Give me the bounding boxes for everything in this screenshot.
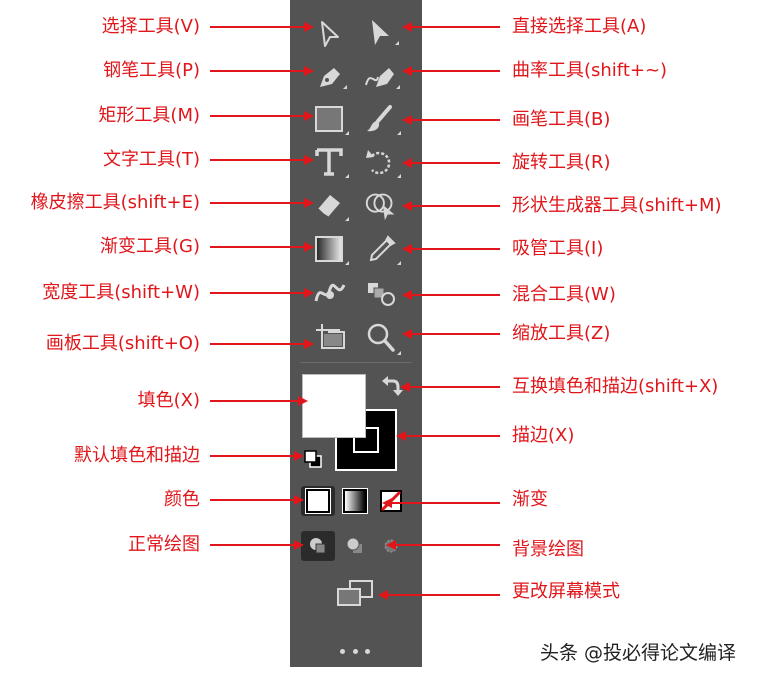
screen-mode-icon bbox=[337, 580, 373, 606]
selection-tool-button[interactable] bbox=[310, 14, 350, 54]
eyedropper-tool-button[interactable] bbox=[362, 229, 402, 269]
label-rotate-tool: 旋转工具(R) bbox=[512, 152, 611, 173]
watermark-text: 头条 @投必得论文编译 bbox=[540, 642, 737, 664]
label-type-tool: 文字工具(T) bbox=[102, 149, 200, 170]
label-fill: 填色(X) bbox=[137, 390, 200, 411]
width-tool-icon bbox=[314, 283, 346, 302]
paintbrush-icon bbox=[367, 105, 401, 135]
eraser-icon bbox=[317, 195, 349, 221]
artboard-icon bbox=[316, 324, 345, 349]
label-eraser-tool: 橡皮擦工具(shift+E) bbox=[30, 192, 200, 213]
eyedropper-icon bbox=[369, 235, 401, 265]
pen-tool-button[interactable] bbox=[310, 56, 350, 96]
label-eyedropper-tool: 吸管工具(I) bbox=[512, 238, 604, 259]
type-tool-button[interactable] bbox=[310, 142, 350, 182]
solid-color-icon bbox=[305, 488, 331, 514]
label-paintbrush-tool: 画笔工具(B) bbox=[512, 109, 611, 130]
color-mode-button[interactable] bbox=[301, 486, 335, 516]
arrow-filled-icon bbox=[372, 20, 399, 45]
rotate-icon bbox=[366, 150, 401, 178]
rectangle-tool-button[interactable] bbox=[310, 99, 350, 139]
blend-tool-button[interactable] bbox=[362, 273, 402, 313]
label-draw-behind: 背景绘图 bbox=[512, 539, 584, 560]
pen-nib-icon bbox=[320, 68, 347, 89]
label-screen-mode: 更改屏幕模式 bbox=[512, 581, 620, 602]
default-colors-icon bbox=[304, 450, 322, 468]
draw-normal-icon bbox=[310, 538, 326, 554]
paintbrush-tool-button[interactable] bbox=[362, 99, 402, 139]
more-tools-icon[interactable] bbox=[340, 644, 370, 658]
eraser-tool-button[interactable] bbox=[310, 185, 350, 225]
label-default-fill-stroke: 默认填色和描边 bbox=[74, 445, 200, 466]
label-zoom-tool: 缩放工具(Z) bbox=[512, 323, 611, 344]
label-blend-tool: 混合工具(W) bbox=[512, 284, 616, 305]
label-color-mode: 颜色 bbox=[164, 489, 200, 510]
draw-behind-icon bbox=[346, 537, 362, 553]
shape-builder-tool-button[interactable] bbox=[362, 185, 402, 225]
fill-swatch[interactable] bbox=[302, 374, 366, 438]
magnifier-icon bbox=[367, 323, 401, 355]
label-selection-tool: 选择工具(V) bbox=[101, 16, 200, 37]
label-shape-builder-tool: 形状生成器工具(shift+M) bbox=[512, 195, 722, 216]
label-direct-selection-tool: 直接选择工具(A) bbox=[512, 16, 647, 37]
zoom-tool-button[interactable] bbox=[362, 318, 402, 358]
label-width-tool: 宽度工具(shift+W) bbox=[42, 282, 200, 303]
arrow-outline-icon bbox=[321, 21, 339, 47]
draw-behind-button[interactable] bbox=[338, 531, 372, 561]
divider bbox=[300, 362, 412, 363]
default-fill-stroke-button[interactable] bbox=[300, 446, 326, 472]
artboard-tool-button[interactable] bbox=[310, 318, 350, 358]
direct-selection-tool-button[interactable] bbox=[362, 14, 402, 54]
width-tool-button[interactable] bbox=[310, 273, 350, 313]
curvature-tool-button[interactable] bbox=[362, 56, 402, 96]
gradient-mode-button[interactable] bbox=[338, 486, 372, 516]
label-swap-fill-stroke: 互换填色和描边(shift+X) bbox=[512, 376, 719, 397]
label-gradient-tool: 渐变工具(G) bbox=[100, 236, 200, 257]
rotate-tool-button[interactable] bbox=[362, 142, 402, 182]
gradient-tool-button[interactable] bbox=[310, 229, 350, 269]
label-artboard-tool: 画板工具(shift+O) bbox=[45, 333, 200, 354]
rectangle-icon bbox=[315, 106, 349, 135]
shape-builder-icon bbox=[365, 193, 395, 221]
type-t-icon bbox=[315, 148, 349, 178]
curvature-pen-icon bbox=[365, 68, 400, 89]
gradient-swatch-icon bbox=[342, 488, 368, 514]
label-rectangle-tool: 矩形工具(M) bbox=[98, 105, 200, 126]
label-stroke: 描边(X) bbox=[512, 425, 575, 446]
blend-icon bbox=[368, 283, 395, 306]
label-curvature-tool: 曲率工具(shift+~) bbox=[512, 60, 668, 81]
gradient-square-icon bbox=[315, 236, 349, 265]
label-gradient-mode: 渐变 bbox=[512, 489, 548, 510]
screen-mode-button[interactable] bbox=[332, 576, 378, 610]
draw-normal-button[interactable] bbox=[301, 531, 335, 561]
label-pen-tool: 钢笔工具(P) bbox=[103, 60, 200, 81]
label-draw-normal: 正常绘图 bbox=[128, 534, 200, 555]
